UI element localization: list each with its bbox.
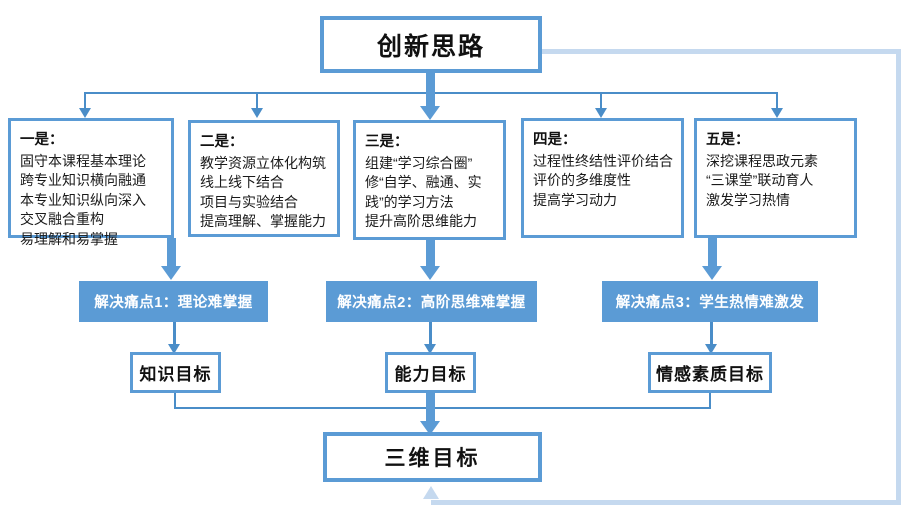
idea-box-3-line-2: 修“自学、融通、实 bbox=[365, 174, 482, 190]
connector-pain2-to-goal2 bbox=[429, 322, 432, 347]
goal1-drop-line bbox=[174, 393, 176, 408]
pain-point-bar-2[interactable]: 解决痛点2：高阶思维难掌握 bbox=[326, 281, 537, 322]
title-box[interactable]: 创新思路 bbox=[320, 16, 542, 73]
arrowhead-idea-4-icon bbox=[595, 108, 607, 118]
arrowhead-final-icon bbox=[420, 421, 440, 435]
feedback-loop-right-segment bbox=[896, 49, 901, 505]
idea-box-1-line-4: 交叉融合重构 bbox=[20, 211, 104, 227]
idea-box-5-head: 五是： bbox=[706, 132, 750, 148]
goal-box-emotion-label: 情感素质目标 bbox=[656, 365, 764, 384]
idea-box-5-line-3: 激发学习热情 bbox=[706, 191, 790, 208]
title-to-distribution-stem bbox=[426, 73, 435, 92]
drop-line-idea-3 bbox=[426, 92, 435, 108]
idea-box-4-line-2: 评价的多维度性 bbox=[533, 172, 631, 188]
idea-box-2[interactable]: 二是： 教学资源立体化构筑 线上线下结合 项目与实验结合 提高理解、掌握能力 bbox=[188, 120, 340, 237]
pain-point-bar-3[interactable]: 解决痛点3：学生热情难激发 bbox=[602, 281, 818, 322]
goal-box-ability-label: 能力目标 bbox=[394, 365, 467, 384]
idea-box-3-head: 三是： bbox=[365, 134, 409, 150]
connector-idea3-to-pain2 bbox=[426, 240, 435, 269]
arrowhead-idea-5-icon bbox=[771, 108, 783, 118]
idea-box-1-line-5: 易理解和易掌握 bbox=[20, 230, 118, 247]
idea-box-1-line-2: 跨专业知识横向融通 bbox=[20, 172, 146, 188]
drop-line-idea-2 bbox=[256, 92, 258, 110]
idea-box-1-head: 一是： bbox=[20, 132, 64, 148]
pain-point-bar-1[interactable]: 解决痛点1：理论难掌握 bbox=[79, 281, 268, 322]
connector-goals-to-final bbox=[426, 393, 435, 424]
idea-box-2-head: 二是： bbox=[200, 134, 244, 150]
goal-box-emotion[interactable]: 情感素质目标 bbox=[648, 352, 772, 393]
goal-box-ability[interactable]: 能力目标 bbox=[385, 352, 476, 393]
idea-box-4-line-3: 提高学习动力 bbox=[533, 191, 617, 208]
idea-box-3-line-3: 践”的学习方法 bbox=[365, 193, 454, 210]
drop-line-idea-4 bbox=[600, 92, 602, 110]
idea-box-5[interactable]: 五是： 深挖课程思政元素 “三课堂”联动育人 激发学习热情 bbox=[694, 118, 857, 238]
arrowhead-goal1-icon bbox=[168, 344, 180, 354]
pain-point-bar-2-label: 解决痛点2：高阶思维难掌握 bbox=[337, 295, 526, 311]
connector-idea1-to-pain1 bbox=[167, 238, 176, 268]
title-box-label: 创新思路 bbox=[376, 32, 485, 61]
goal-box-knowledge[interactable]: 知识目标 bbox=[130, 352, 221, 393]
idea-box-2-line-2: 线上线下结合 bbox=[200, 174, 284, 190]
idea-box-3[interactable]: 三是： 组建“学习综合圈” 修“自学、融通、实 践”的学习方法 提升高阶思维能力 bbox=[353, 120, 506, 240]
final-box[interactable]: 三维目标 bbox=[323, 432, 542, 482]
arrowhead-idea-3-icon bbox=[420, 106, 440, 120]
idea-box-3-line-4: 提升高阶思维能力 bbox=[365, 213, 477, 229]
feedback-loop-top-segment bbox=[538, 49, 901, 54]
arrowhead-pain1-icon bbox=[161, 266, 181, 280]
idea-box-2-line-1: 教学资源立体化构筑 bbox=[200, 154, 326, 171]
idea-box-3-line-1: 组建“学习综合圈” bbox=[365, 154, 473, 171]
idea-box-5-line-1: 深挖课程思政元素 bbox=[706, 152, 818, 169]
final-box-label: 三维目标 bbox=[384, 447, 481, 470]
arrowhead-idea-1-icon bbox=[79, 108, 91, 118]
idea-box-4-line-1: 过程性终结性评价结合 bbox=[533, 152, 673, 169]
idea-box-4[interactable]: 四是： 过程性终结性评价结合 评价的多维度性 提高学习动力 bbox=[521, 118, 684, 238]
idea-box-2-line-3: 项目与实验结合 bbox=[200, 193, 298, 210]
goal3-drop-line bbox=[709, 393, 711, 408]
feedback-loop-bottom-segment bbox=[431, 500, 901, 505]
connector-pain3-to-goal3 bbox=[710, 322, 713, 347]
idea-box-4-head: 四是： bbox=[533, 132, 577, 148]
connector-pain1-to-goal1 bbox=[173, 322, 176, 347]
drop-line-idea-5 bbox=[776, 92, 778, 110]
arrowhead-idea-2-icon bbox=[251, 108, 263, 118]
goal-box-knowledge-label: 知识目标 bbox=[139, 365, 212, 384]
pain-point-bar-3-label: 解决痛点3：学生热情难激发 bbox=[615, 295, 805, 311]
idea-box-2-line-4: 提高理解、掌握能力 bbox=[200, 213, 326, 229]
drop-line-idea-1 bbox=[84, 92, 86, 110]
arrowhead-goal2-icon bbox=[424, 344, 436, 354]
arrowhead-pain2-icon bbox=[420, 266, 440, 280]
idea-box-1-line-1: 固守本课程基本理论 bbox=[20, 152, 146, 169]
arrowhead-goal3-icon bbox=[705, 344, 717, 354]
goal-convergence-bar bbox=[174, 407, 711, 409]
pain-point-bar-1-label: 解决痛点1：理论难掌握 bbox=[94, 295, 253, 311]
idea-box-1-line-3: 本专业知识纵向深入 bbox=[20, 191, 146, 208]
idea-box-5-line-2: “三课堂”联动育人 bbox=[706, 172, 814, 188]
arrowhead-pain3-icon bbox=[702, 266, 722, 280]
feedback-loop-arrowhead-icon bbox=[423, 486, 439, 499]
connector-idea5-to-pain3 bbox=[708, 238, 717, 268]
idea-box-1[interactable]: 一是： 固守本课程基本理论 跨专业知识横向融通 本专业知识纵向深入 交叉融合重构… bbox=[8, 118, 174, 247]
